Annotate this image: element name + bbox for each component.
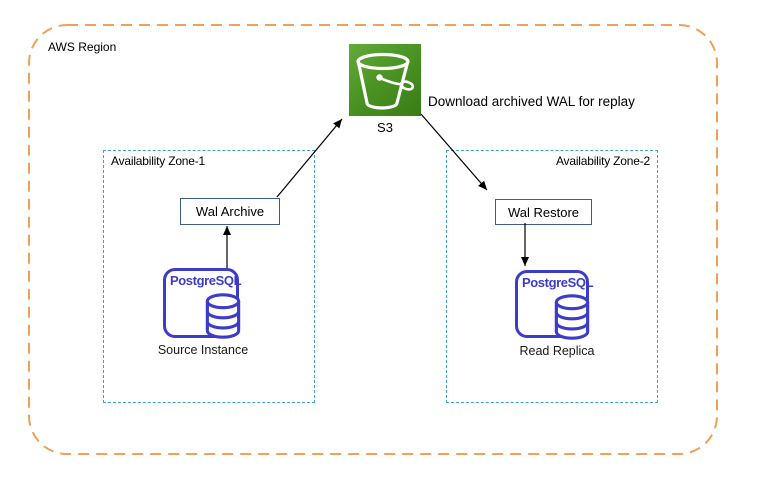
database-cylinder-icon <box>554 294 590 340</box>
s3-label: S3 <box>377 120 393 135</box>
wal-archive-label: Wal Archive <box>195 204 265 219</box>
database-cylinder-icon <box>205 293 241 339</box>
availability-zone-2-label: Availability Zone-2 <box>555 154 650 168</box>
wal-archive-box: Wal Archive <box>180 198 280 225</box>
s3-bucket-icon <box>349 44 421 116</box>
source-instance-label: Source Instance <box>157 343 249 357</box>
read-replica-label: Read Replica <box>519 344 595 358</box>
aws-region-label: AWS Region <box>48 40 117 54</box>
availability-zone-1-label: Availability Zone-1 <box>111 154 206 168</box>
postgresql-wordmark: PostgreSQL <box>522 275 594 290</box>
download-wal-annotation: Download archived WAL for replay <box>428 94 635 109</box>
postgresql-wordmark: PostgreSQL <box>170 273 242 288</box>
wal-restore-box: Wal Restore <box>495 199 592 225</box>
bucket-glyph <box>356 52 415 110</box>
wal-restore-label: Wal Restore <box>507 204 580 220</box>
